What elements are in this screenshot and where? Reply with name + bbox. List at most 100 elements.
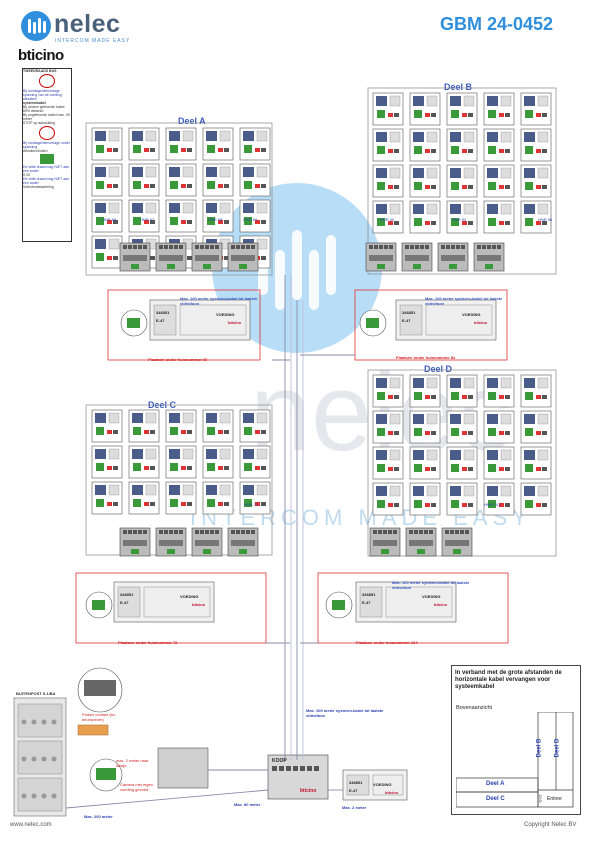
- distributor-terminal: [174, 530, 178, 534]
- videophone-screen: [243, 203, 254, 213]
- terminal-dark: [394, 113, 399, 117]
- distributor-terminal-green: [167, 549, 175, 554]
- terminal-dark: [113, 148, 118, 152]
- plan-label: Deel B: [536, 738, 543, 758]
- terminal-block: [451, 464, 459, 472]
- distributor-label-strip: [123, 540, 147, 546]
- terminal-dark: [468, 467, 473, 471]
- distributor-terminal: [231, 245, 235, 249]
- videophone-screen: [413, 378, 424, 388]
- terminal-dark: [505, 221, 510, 225]
- terminal-block: [377, 428, 385, 436]
- terminal-dark: [431, 185, 436, 189]
- module-voeding: [179, 304, 247, 336]
- videophone-panel: [182, 412, 194, 424]
- terminal-block: [414, 392, 422, 400]
- distributor-terminal: [429, 530, 433, 534]
- terminal-block: [207, 427, 215, 435]
- videophone-screen: [487, 96, 498, 106]
- terminal-block: [170, 181, 178, 189]
- module-voeding-label: VOEDING: [180, 594, 198, 599]
- videophone-screen: [95, 449, 106, 459]
- distributor-terminal: [414, 530, 418, 534]
- hnr-label: HNR 101: [484, 502, 501, 507]
- videophone-panel: [500, 203, 512, 215]
- videophone-panel: [108, 202, 120, 214]
- plan-label: Deel C: [486, 796, 505, 802]
- distributor-terminal: [492, 245, 496, 249]
- videophone-panel: [389, 95, 401, 107]
- module-e47-label: E-47: [402, 318, 411, 323]
- section-a-cable-note: Max. 100 meter systeem-kabel tot laatste…: [180, 296, 258, 306]
- koop-terminal: [314, 766, 319, 771]
- terminal-block: [525, 218, 533, 226]
- entrance-panel-button: [51, 793, 57, 799]
- terminal-block: [414, 428, 422, 436]
- terminal-block: [377, 182, 385, 190]
- terminal-red: [181, 466, 186, 470]
- distributor-terminal: [446, 245, 450, 249]
- terminal-dark: [187, 148, 192, 152]
- distributor-terminal: [393, 530, 397, 534]
- module-brand-label: bticino: [228, 320, 242, 325]
- videophone-screen: [487, 132, 498, 142]
- bticino-logo: bticino: [18, 47, 64, 64]
- distributor-terminal: [251, 530, 255, 534]
- videophone-screen: [524, 168, 535, 178]
- module-e47: [346, 774, 370, 796]
- module-e47-label: E-47: [362, 600, 371, 605]
- module-brand-label: bticino: [434, 602, 448, 607]
- terminal-red: [388, 221, 393, 225]
- terminal-block: [170, 499, 178, 507]
- videophone-panel: [500, 377, 512, 389]
- videophone-screen: [95, 167, 106, 177]
- buitenpost-contact-label: Pulsen contact (bv. deuropener): [82, 712, 116, 722]
- terminal-dark: [505, 185, 510, 189]
- terminal-dark: [224, 184, 229, 188]
- terminal-red: [181, 220, 186, 224]
- terminal-red: [388, 113, 393, 117]
- koop-terminal: [300, 766, 305, 771]
- section-b-plate-label: Plaatsen onder huisnummer 82: [396, 355, 456, 360]
- hnr-label: HNR 92: [452, 217, 467, 222]
- videophone-panel: [500, 413, 512, 425]
- terminal-red: [499, 503, 504, 507]
- terminal-red: [388, 467, 393, 471]
- terminal-red: [255, 502, 260, 506]
- videophone-screen: [95, 131, 106, 141]
- terminal-block: [488, 428, 496, 436]
- hnr-label: HNR 90: [380, 217, 395, 222]
- terminal-dark: [542, 221, 547, 225]
- terminal-block: [244, 427, 252, 435]
- plan-label: Deel A: [486, 781, 505, 787]
- terminal-red: [536, 395, 541, 399]
- videophone-panel: [256, 130, 268, 142]
- no-phone-icon: [39, 126, 55, 140]
- terminal-block: [451, 500, 459, 508]
- videophone-panel: [500, 95, 512, 107]
- terminal-red: [218, 466, 223, 470]
- terminal-red: [107, 502, 112, 506]
- videophone-panel: [463, 167, 475, 179]
- distributor-label-strip: [477, 255, 501, 261]
- module-e47: [153, 304, 177, 336]
- legend-item: TWEEDRAADS BUS: [23, 69, 57, 73]
- distributor-terminal: [378, 530, 382, 534]
- terminal-block: [170, 427, 178, 435]
- terminal-red: [425, 503, 430, 507]
- videophone-panel: [389, 485, 401, 497]
- terminal-red: [499, 113, 504, 117]
- terminal-red: [536, 185, 541, 189]
- power-supply-frame: [75, 572, 267, 644]
- terminal-red: [425, 185, 430, 189]
- videophone-panel: [182, 484, 194, 496]
- terminal-red: [462, 467, 467, 471]
- distributor-terminal: [169, 530, 173, 534]
- distributor-label-strip: [231, 540, 255, 546]
- distributor-terminal: [415, 245, 419, 249]
- videophone-screen: [206, 449, 217, 459]
- terminal-dark: [261, 220, 266, 224]
- distributor-terminal: [143, 530, 147, 534]
- videophone-screen: [524, 96, 535, 106]
- module-code-label: 346851: [362, 592, 376, 597]
